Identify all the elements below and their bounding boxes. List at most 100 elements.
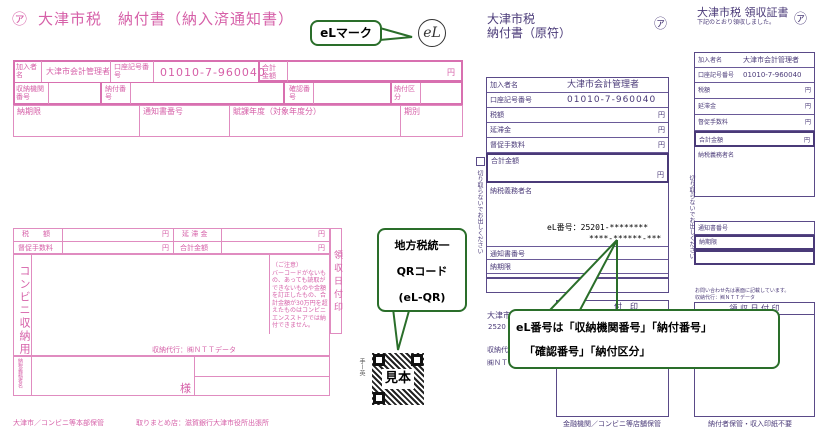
- receipt-stamp-label: 領収日付印: [332, 250, 342, 315]
- row-label: 口座記号番号: [698, 72, 735, 79]
- row-value: 大津市会計管理者: [567, 80, 640, 90]
- el-number-callout-line1: eL番号は「収納機関番号」「納付番号」: [516, 321, 712, 334]
- notice-text: （ご注意） バーコードがないもの、あっても読取ができないものや金額を訂正したもの…: [272, 262, 328, 330]
- row-value: 01010-7-960040: [743, 71, 802, 79]
- stub-total-box: 合計金額 円: [486, 153, 669, 183]
- agent-label: 収納代行：㈱ＮＴＴデータ: [152, 346, 236, 354]
- cut-note: 切り取らないでお出しください: [476, 170, 483, 254]
- yen-label: 円: [318, 244, 325, 252]
- division-label: 納付区分: [394, 85, 415, 101]
- payer-label: 加入者名: [16, 63, 37, 79]
- emblem-icon: ㋐: [654, 17, 668, 32]
- el-logo-icon: eL: [418, 19, 446, 47]
- total-label: 合計金額: [262, 64, 276, 80]
- agent-text: 収納代行：㈱ＮＴＴデータ: [695, 295, 756, 301]
- yen-label: 円: [318, 230, 325, 238]
- due-label: 納期限: [490, 263, 511, 271]
- due-label: 納期限: [699, 239, 718, 246]
- receipt-total-box: 合計金額 円: [694, 131, 815, 147]
- row-value: 円: [804, 87, 811, 94]
- row-label: 延滞金: [490, 126, 511, 134]
- total-label: 合計金額: [491, 157, 519, 165]
- convenience-area: [13, 254, 330, 356]
- row-label: 延滞金: [698, 103, 717, 110]
- row-label: 口座記号番号: [490, 96, 532, 104]
- row-value: 01010-7-960040: [567, 95, 657, 105]
- slip-title: 大津市税 納付書（納入済通知書）: [38, 10, 295, 28]
- receipt-notice-row: 通知書番号: [694, 221, 815, 235]
- agent-text: 収納代行: [487, 346, 515, 354]
- agent2-text: ㈱ＮＴ: [487, 359, 508, 367]
- notice-body: バーコードがないもの、あっても読取ができないものや金額を訂正したもの、合計金額が…: [272, 269, 328, 330]
- period-label: 期別: [404, 107, 420, 116]
- sama-label: 様: [180, 382, 191, 395]
- taxpayer-label: 納税義務者名: [698, 152, 735, 159]
- city-text: 大津市: [487, 311, 511, 320]
- row-label: 税額: [698, 87, 711, 94]
- taxpayer-label: 納税義務者名: [17, 358, 23, 388]
- qr-callout-line1: 地方税統一: [394, 239, 450, 252]
- receipt-due-row: 納期限: [694, 235, 815, 250]
- convenience-label: コンビニ収納用: [18, 265, 31, 356]
- cut-note: 切り取らないでお出しください: [688, 175, 695, 259]
- taxpayer-label: 納税義務者名: [490, 187, 532, 195]
- row-value: 大津市会計管理者: [743, 56, 799, 64]
- footer-right: 取りまとめ店：滋賀銀行大津市役所出張所: [136, 419, 269, 427]
- stub-title-line2: 納付書（原符）: [487, 26, 572, 40]
- receipt-footer: 納付者保管・収入印紙不要: [708, 420, 792, 428]
- row-value: 円: [658, 126, 665, 134]
- inquiry-text: お問い合わせ先は裏面に記載しています。: [695, 288, 790, 294]
- stub-footer: 金融機関／コンビニ等店舗保管: [563, 420, 661, 428]
- total-label: 合計金額: [699, 137, 724, 144]
- row-value: 円: [804, 103, 811, 110]
- el-number-line1: eL番号：25201-********: [547, 223, 649, 232]
- row-label: 加入者名: [490, 81, 518, 89]
- cut-checkbox: [476, 157, 485, 166]
- qr-code: 見本: [372, 353, 424, 405]
- notice-label: 通知書番号: [490, 250, 525, 258]
- row-value: 円: [658, 141, 665, 149]
- receipt-title: 大津市税 領収証書: [697, 6, 789, 19]
- stub-title: 大津市税 納付書（原符）: [487, 12, 571, 40]
- due-row: [13, 105, 463, 137]
- yen-label: 円: [447, 68, 455, 77]
- el-mark-callout: eLマーク: [310, 20, 382, 46]
- yen-label: 円: [657, 171, 664, 179]
- qr-callout: 地方税統一 QRコード (eL-QR): [377, 228, 467, 312]
- year-label: 賦課年度（対象年度分）: [233, 107, 321, 116]
- total-amount-label: 合計金額: [180, 244, 208, 252]
- receipt-stamp-column: [330, 228, 342, 334]
- el-number-line2: ****-******-***: [589, 234, 662, 243]
- row-label: 督促手数料: [490, 141, 525, 149]
- pay-no-label: 納付番号: [105, 85, 126, 101]
- account-value: 01010-7-960040: [160, 66, 266, 79]
- stub-title-line1: 大津市税: [487, 12, 536, 26]
- el-number-callout-line2: 「確認番号」「納付区分」: [524, 345, 651, 358]
- row-label: 加入者名: [698, 57, 723, 64]
- confirm-label: 確認番号: [289, 85, 310, 101]
- el-number-callout: eL番号は「収納機関番号」「納付番号」 「確認番号」「納付区分」: [508, 309, 780, 369]
- row-value: 円: [658, 111, 665, 119]
- notice-label: 通知書番号: [698, 225, 729, 232]
- receipt-subtitle: 下記のとおり領収しました。: [697, 19, 776, 26]
- fee-label: 督促手数料: [18, 244, 53, 252]
- yen-label: 円: [803, 137, 810, 144]
- account-label: 口座記号番号: [114, 63, 149, 79]
- late-label: 延 滞 金: [182, 230, 208, 238]
- footer-left: 大津市／コンビニ等本部保管: [13, 419, 104, 427]
- qr-side-label: 手ー英: [358, 358, 365, 376]
- notice-title: （ご注意）: [272, 262, 303, 269]
- row-label: 税額: [490, 111, 504, 119]
- due-label: 納期限: [17, 107, 41, 116]
- row-value: 円: [804, 119, 811, 126]
- agency-label: 収納機関番号: [16, 85, 44, 101]
- qr-callout-line3: (eL-QR): [398, 291, 446, 304]
- payer-value: 大津市会計管理者: [46, 67, 110, 76]
- qr-callout-line2: QRコード: [396, 265, 448, 278]
- yen-label: 円: [162, 230, 169, 238]
- code-text: 2520: [488, 323, 506, 331]
- yen-label: 円: [162, 244, 169, 252]
- emblem-icon: ㋐: [794, 12, 808, 27]
